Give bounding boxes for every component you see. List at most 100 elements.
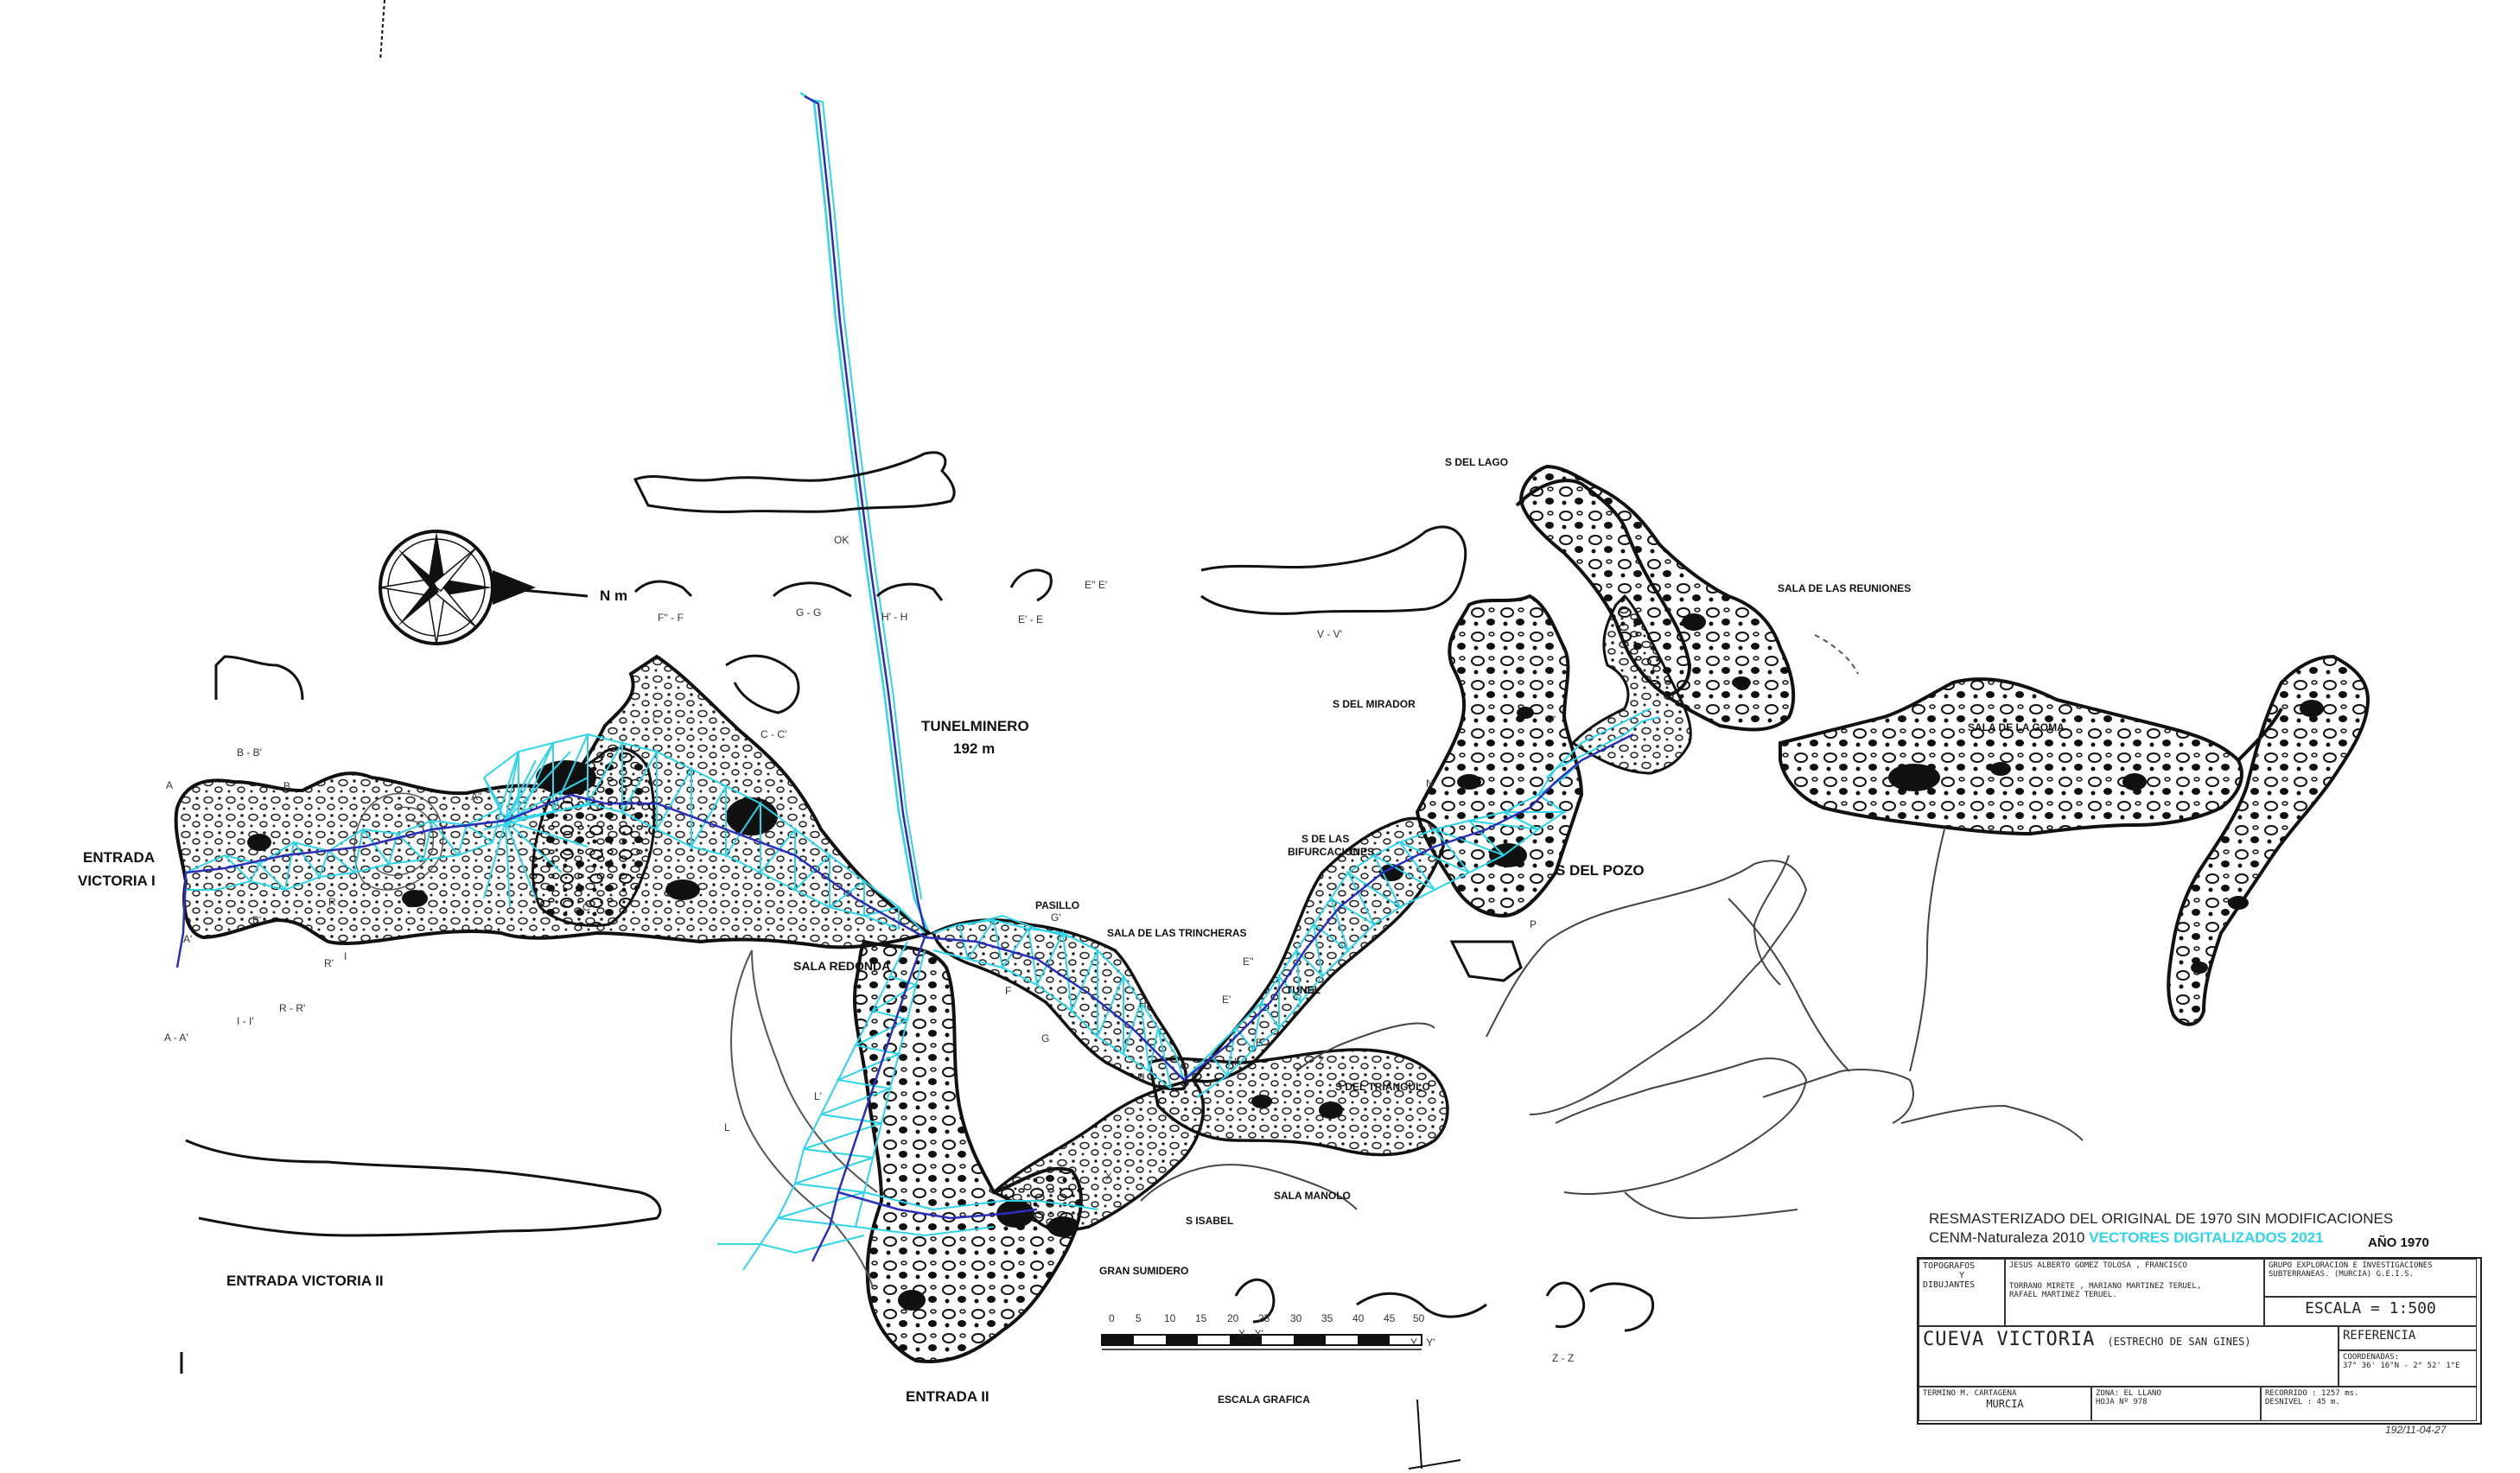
scale-tick: 25 (1258, 1312, 1270, 1324)
label-s-lago: S DEL LAGO (1445, 456, 1509, 468)
compass-rose (379, 530, 589, 645)
section-z-z: Z - Z (1552, 1352, 1575, 1364)
label-s-bifurcaciones-2: BIFURCACIONES (1288, 846, 1375, 858)
section-f: F (1005, 985, 1012, 997)
section-e-e: E' - E (1018, 613, 1043, 625)
caption-line1: RESMASTERIZADO DEL ORIGINAL DE 1970 SIN … (1929, 1210, 2394, 1227)
section-a-prime: A' (183, 933, 193, 945)
tb-termino-text: TERMINO M. CARTAGENA (1923, 1389, 2017, 1398)
caption-line2: CENM-Naturaleza 2010 VECTORES DIGITALIZA… (1929, 1229, 2324, 1247)
tb-names-3: RAFAEL MARTINEZ TERUEL. (2009, 1291, 2117, 1299)
section-e-double: E'' (1243, 956, 1254, 968)
section-k: K (1234, 1056, 1242, 1068)
label-s-bifurcaciones-1: S DE LAS (1301, 833, 1350, 845)
edge-mark-bottom (1416, 1399, 1422, 1470)
tb-provincia: MURCIA (1986, 1398, 2024, 1410)
section-i-i: I - I' (237, 1015, 254, 1027)
tb-names-1: JESUS ALBERTO GOMEZ TOLOSA , FRANCISCO (2009, 1261, 2187, 1270)
scale-tick: 45 (1384, 1312, 1396, 1324)
label-entrada-victoria-i-2: VICTORIA I (78, 873, 156, 889)
section-e-prime: E' (1222, 994, 1231, 1006)
section-b-prime: B' (252, 914, 262, 926)
label-tunel-minero-2: 192 m (953, 740, 996, 757)
caption-line2-text: CENM-Naturaleza 2010 (1929, 1229, 2085, 1246)
section-b-b: B - B' (237, 746, 262, 759)
title-block: TOPOGRAFOS Y DIBUJANTES JESUS ALBERTO GO… (1917, 1257, 2482, 1425)
section-sketches (180, 451, 1655, 1374)
survey-traverse (175, 733, 1634, 1262)
section-b: B (283, 780, 291, 792)
tb-termino: TERMINO M. CARTAGENA MURCIA (1919, 1387, 2091, 1421)
label-s-isabel: S ISABEL (1186, 1215, 1234, 1227)
label-entrada-ii: ENTRADA II (906, 1388, 990, 1405)
tb-coordenadas-label: COORDENADAS: (2343, 1353, 2400, 1362)
label-entrada-victoria-ii: ENTRADA VICTORIA II (226, 1273, 384, 1289)
scale-tick: 30 (1290, 1312, 1302, 1324)
section-c-prime: C' (582, 901, 592, 913)
label-sala-trincheras: SALA DE LAS TRINCHERAS (1107, 927, 1247, 939)
tb-cave-name-text: CUEVA VICTORIA (1923, 1329, 2096, 1350)
label-s-triangulo: S DEL TRIANGULO (1335, 1081, 1430, 1093)
section-a-double: A'' (471, 790, 482, 803)
label-s-pozo: S DEL POZO (1556, 862, 1645, 879)
section-n: N (1426, 778, 1434, 790)
tb-hoja: HOJA Nº 978 (2096, 1398, 2148, 1406)
tb-names: JESUS ALBERTO GOMEZ TOLOSA , FRANCISCO T… (2005, 1259, 2264, 1326)
label-gran-sumidero: GRAN SUMIDERO (1099, 1265, 1189, 1277)
tb-grupo-1: GRUPO EXPLORACION E INVESTIGACIONES (2269, 1261, 2433, 1270)
section-c-c: C - C' (760, 728, 787, 740)
tb-coordenadas: COORDENADAS: 37° 36' 16"N - 2° 52' 1"E (2339, 1350, 2477, 1387)
tb-topografos-3: DIBUJANTES (1923, 1280, 1976, 1290)
section-z: Z (1318, 1055, 1325, 1067)
section-r-r: R - R' (279, 1002, 306, 1014)
section-f-f: F'' - F (658, 612, 684, 624)
scale-tick: 10 (1164, 1312, 1176, 1324)
tb-grupo-2: SUBTERRANEAS. (MURCIA) G.E.I.S. (2269, 1270, 2414, 1279)
outline-galleries (1140, 829, 2084, 1220)
scale-tick: 20 (1227, 1312, 1239, 1324)
section-g-prime: G' (1051, 911, 1061, 924)
tb-topografos-2: Y (1958, 1271, 1965, 1280)
tb-stamp: 192/11-04-27 (2385, 1424, 2447, 1436)
section-g: G (1041, 1032, 1050, 1044)
scale-tick: 35 (1321, 1312, 1333, 1324)
tb-topografos: TOPOGRAFOS Y DIBUJANTES (1919, 1259, 2005, 1326)
edge-arrow-bottom (1408, 1459, 1461, 1470)
tb-zona-text: ZONA: EL LLANO (2096, 1389, 2161, 1398)
graphic-scale (1101, 1334, 1422, 1350)
tb-escala: ESCALA = 1:500 (2264, 1297, 2477, 1326)
scale-tick: 40 (1352, 1312, 1365, 1324)
label-tunel-minero-1: TUNELMINERO (921, 718, 1029, 734)
tb-referencia: REFERENCIA (2339, 1326, 2477, 1350)
section-i: I (344, 950, 347, 962)
label-sala-reuniones: SALA DE LAS REUNIONES (1778, 582, 1912, 594)
label-sala-manolo: SALA MANOLO (1274, 1190, 1351, 1202)
label-pasillo: PASILLO (1035, 899, 1080, 911)
north-label: N m (600, 587, 628, 604)
south-branch (730, 939, 1205, 1363)
section-e-e2: E'' E' (1085, 579, 1108, 591)
tb-zona: ZONA: EL LLANO HOJA Nº 978 (2091, 1387, 2261, 1421)
section-l: L (724, 1121, 730, 1133)
label-tunel: TUNEL (1286, 984, 1320, 996)
label-sala-goma: SALA DE LA GOMA (1968, 721, 2065, 733)
year-label: AÑO 1970 (2368, 1235, 2429, 1250)
label-sala-redonda: SALA REDONDA (793, 959, 891, 973)
section-g-g: G - G (796, 606, 822, 619)
label-s-mirador: S DEL MIRADOR (1333, 698, 1416, 710)
section-ok: OK (834, 534, 850, 546)
scale-tick: 5 (1136, 1312, 1142, 1324)
section-h: H (1137, 1071, 1145, 1083)
section-h-h: H' - H (881, 611, 908, 623)
section-r: R (328, 896, 336, 908)
section-c: C (652, 714, 660, 726)
tb-cave-sub: (ESTRECHO DE SAN GINES) (2107, 1336, 2251, 1348)
tb-coordenadas-value: 37° 36' 16"N - 2° 52' 1"E (2343, 1362, 2460, 1370)
tb-recorrido-text: RECORRIDO : 1257 ms. (2265, 1389, 2359, 1398)
tb-names-2: TORRANO MIRETE , MARIANO MARTINEZ TERUEL… (2009, 1282, 2202, 1291)
label-entrada-victoria-i-1: ENTRADA (83, 849, 156, 866)
section-p: P (1530, 918, 1537, 930)
east-galleries (1518, 464, 2370, 1026)
edge-mark (379, 0, 385, 61)
